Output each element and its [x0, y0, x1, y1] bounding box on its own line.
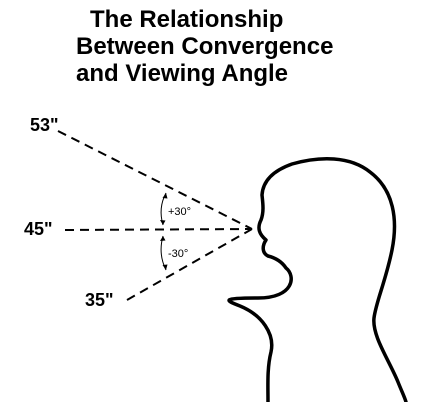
- sight-lines: [57, 130, 253, 301]
- sight-line-upper: [57, 130, 253, 230]
- arrowhead-upper-base-icon: [160, 220, 166, 225]
- distance-labels: 53" 45" 35": [24, 115, 114, 310]
- head-silhouette-icon: [227, 157, 408, 402]
- arrowhead-lower-base-icon: [160, 236, 166, 241]
- angle-indicators: +30° -30°: [160, 192, 191, 271]
- distance-label-middle: 45": [24, 219, 53, 239]
- arrowhead-lower-icon: [162, 264, 168, 270]
- sight-line-lower: [126, 228, 253, 301]
- title-line-1: The Relationship: [90, 6, 283, 33]
- distance-label-upper: 53": [30, 115, 59, 135]
- distance-label-lower: 35": [85, 290, 114, 310]
- angle-label-lower: -30°: [168, 248, 188, 260]
- title-block: The Relationship Between Convergence and…: [76, 6, 333, 87]
- angle-label-upper: +30°: [168, 206, 191, 218]
- title-line-3: and Viewing Angle: [76, 60, 288, 87]
- arrowhead-upper-icon: [162, 193, 168, 199]
- sight-line-middle: [64, 228, 253, 231]
- title-line-2: Between Convergence: [76, 33, 333, 60]
